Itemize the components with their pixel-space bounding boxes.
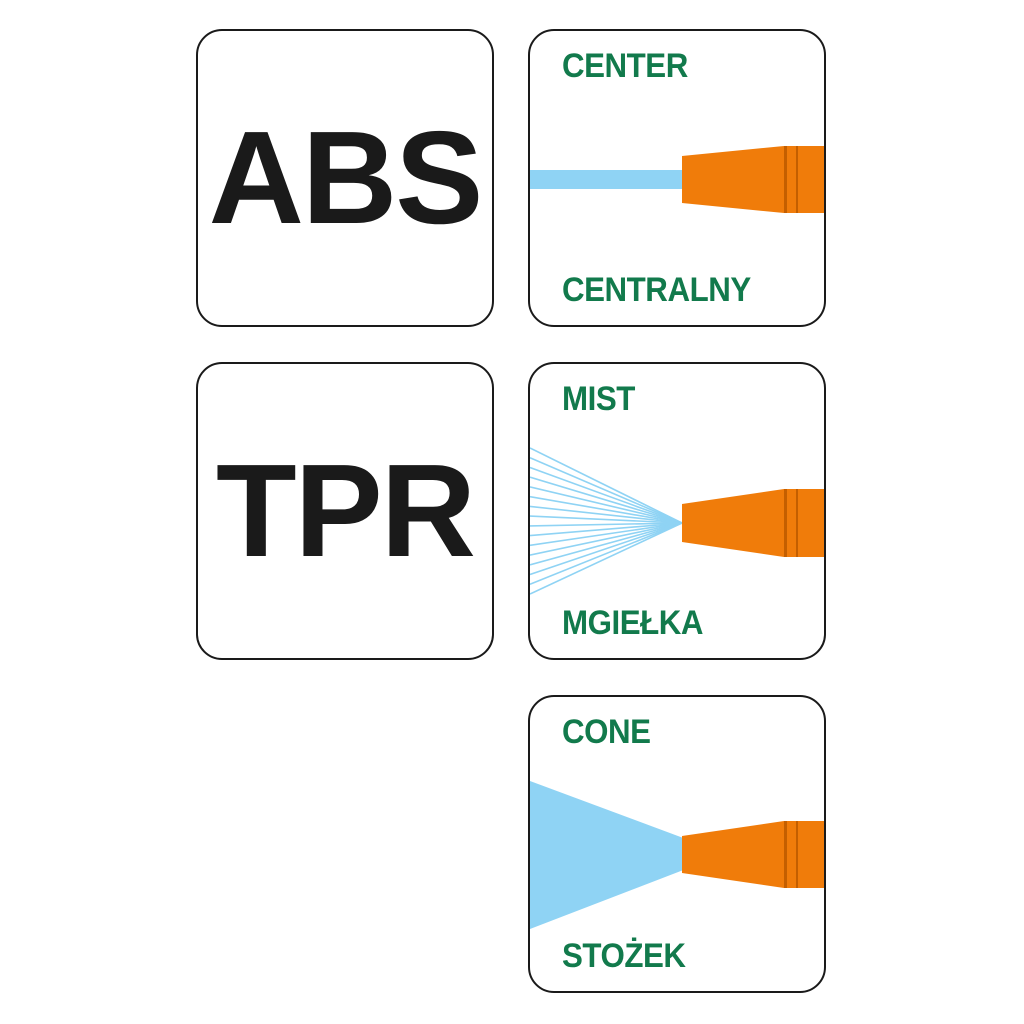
mist-ray <box>530 522 683 556</box>
material-tile-tpr: TPR <box>196 362 494 660</box>
mist-ray <box>530 522 683 576</box>
mist-ray <box>530 522 683 537</box>
spray-title-pl: STOŻEK <box>562 937 686 975</box>
spray-title-en: CENTER <box>562 47 688 85</box>
nozzle-icon <box>682 489 824 557</box>
spray-title-pl: CENTRALNY <box>562 271 751 309</box>
mist-spray-icon <box>530 447 824 595</box>
mist-ray <box>530 522 683 595</box>
cone-spray-icon <box>530 781 824 929</box>
spray-tile-mist: MIST MGIEŁKA <box>528 362 826 660</box>
nozzle-icon <box>682 146 824 213</box>
mist-ray <box>530 495 683 524</box>
mist-ray <box>530 447 683 524</box>
spray-tile-cone: CONE STOŻEK <box>528 695 826 993</box>
water-jet <box>530 170 682 189</box>
material-tile-abs: ABS <box>196 29 494 327</box>
mist-ray <box>530 466 683 524</box>
mist-ray <box>530 522 683 547</box>
spray-title-en: MIST <box>562 380 635 418</box>
material-label: ABS <box>208 104 484 251</box>
jet-spray-icon <box>530 146 824 213</box>
spray-title-pl: MGIEŁKA <box>562 604 704 642</box>
mist-rays <box>530 447 683 595</box>
water-cone <box>530 781 686 929</box>
mist-ray <box>530 476 683 524</box>
mist-ray <box>530 522 683 586</box>
nozzle-icon <box>682 821 824 888</box>
mist-ray <box>530 486 683 524</box>
mist-ray <box>530 515 683 524</box>
mist-ray <box>530 522 683 566</box>
mist-ray <box>530 456 683 524</box>
mist-ray <box>530 522 683 527</box>
spray-tile-center: CENTER CENTRALNY <box>528 29 826 327</box>
spray-title-en: CONE <box>562 713 651 751</box>
material-label: TPR <box>216 437 476 584</box>
mist-ray <box>530 505 683 524</box>
